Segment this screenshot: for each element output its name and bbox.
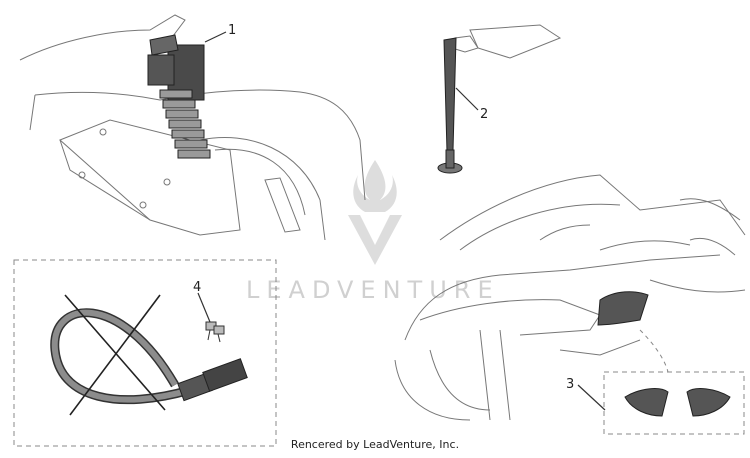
shock-absorber-illustration [19,14,366,241]
kit-box-cable-lock [13,259,277,447]
vent-insert-installed [597,291,649,326]
callout-4: 4 [193,280,201,295]
callout-1: 1 [228,23,236,38]
leader-line-4 [197,292,211,323]
cable-lock-illustration [50,308,248,405]
watermark-logo-icon [348,160,402,265]
vent-inserts-illustration [624,388,731,417]
callout-3: 3 [566,377,574,392]
leader-line-2 [455,87,479,111]
watermark: LEADVENTURE [246,160,500,304]
shock-spring [159,89,211,159]
keys-illustration [205,321,225,343]
leader-line-1 [204,31,227,43]
cross-out-mark [64,294,166,416]
watermark-text: LEADVENTURE [246,276,500,304]
callout-2: 2 [480,107,488,122]
side-stand-illustration [437,24,562,174]
footer-credit: Rencered by LeadVenture, Inc. [290,438,460,451]
front-fairing-illustration [394,174,746,421]
dashed-pointer [639,329,669,373]
leader-line-3 [577,384,606,411]
kit-box-vent-inserts [603,371,745,435]
